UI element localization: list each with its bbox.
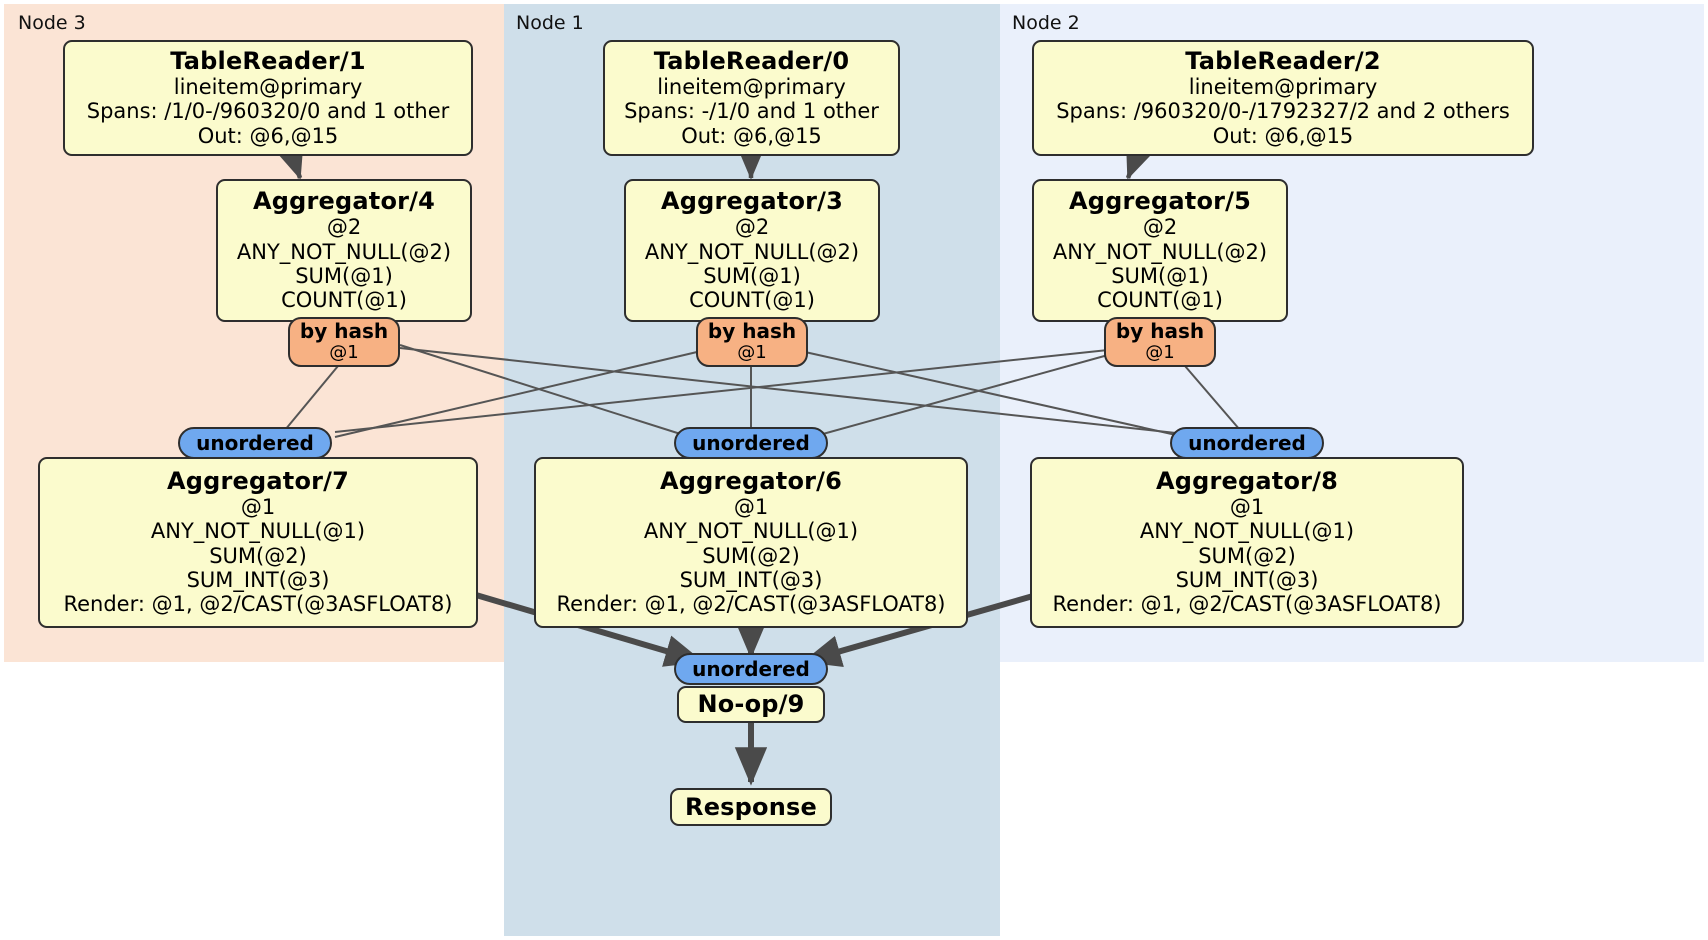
processor-line: SUM(@1) [1111,263,1209,288]
node-label-node1: Node 1 [516,12,584,34]
processor-line: @1 [240,495,276,520]
processor-title: Aggregator/8 [1155,467,1339,496]
synchronizer-title: unordered [692,657,810,681]
processor-line: ANY_NOT_NULL(@1) [150,519,366,544]
processor-line: ANY_NOT_NULL(@2) [1052,239,1268,264]
processor-line: SUM_INT(@3) [679,568,823,593]
processor-title: TableReader/1 [170,47,366,76]
router-by-hash-right[interactable]: by hash @1 [1104,317,1216,367]
processor-aggregator-6[interactable]: Aggregator/6 @1 ANY_NOT_NULL(@1) SUM(@2)… [534,457,968,628]
processor-line: @2 [326,215,362,240]
synchronizer-unordered-left[interactable]: unordered [178,427,332,459]
router-subtitle: @1 [1145,342,1175,364]
router-by-hash-left[interactable]: by hash @1 [288,317,400,367]
processor-title: TableReader/2 [1185,47,1381,76]
processor-response[interactable]: Response [670,788,832,826]
processor-line: ANY_NOT_NULL(@2) [644,239,860,264]
processor-table-reader-0[interactable]: TableReader/0 lineitem@primary Spans: -/… [603,40,900,156]
processor-title: Response [685,792,817,821]
processor-line: @2 [1142,215,1178,240]
processor-table-reader-2[interactable]: TableReader/2 lineitem@primary Spans: /9… [1032,40,1534,156]
processor-line: SUM(@1) [295,263,393,288]
processor-line: Out: @6,@15 [197,123,339,148]
processor-line: @1 [733,495,769,520]
processor-line: @1 [1229,495,1265,520]
processor-line: @2 [734,215,770,240]
processor-aggregator-8[interactable]: Aggregator/8 @1 ANY_NOT_NULL(@1) SUM(@2)… [1030,457,1464,628]
router-title: by hash [1115,319,1205,344]
router-by-hash-center[interactable]: by hash @1 [696,317,808,367]
processor-line: Out: @6,@15 [1212,123,1354,148]
processor-line: SUM_INT(@3) [1175,568,1319,593]
synchronizer-unordered-center[interactable]: unordered [674,427,828,459]
router-title: by hash [707,319,797,344]
processor-line: lineitem@primary [173,74,363,99]
processor-line: ANY_NOT_NULL(@2) [236,239,452,264]
processor-line: COUNT(@1) [1097,288,1223,313]
processor-aggregator-3[interactable]: Aggregator/3 @2 ANY_NOT_NULL(@2) SUM(@1)… [624,179,880,322]
synchronizer-unordered-final[interactable]: unordered [674,653,828,685]
processor-aggregator-4[interactable]: Aggregator/4 @2 ANY_NOT_NULL(@2) SUM(@1)… [216,179,472,322]
processor-title: TableReader/0 [653,47,850,76]
processor-line: COUNT(@1) [281,288,407,313]
processor-line: Render: @1, @2/CAST(@3ASFLOAT8) [63,592,453,617]
synchronizer-title: unordered [692,431,810,455]
processor-line: SUM(@1) [703,263,801,288]
processor-title: Aggregator/4 [252,187,436,216]
processor-line: SUM(@2) [209,543,307,568]
processor-line: Out: @6,@15 [681,123,822,148]
node-label-node2: Node 2 [1012,12,1080,34]
processor-line: SUM(@2) [1198,543,1296,568]
processor-line: ANY_NOT_NULL(@1) [1139,519,1355,544]
synchronizer-title: unordered [196,431,314,455]
processor-line: SUM_INT(@3) [186,568,330,593]
processor-line: COUNT(@1) [689,288,815,313]
processor-line: Spans: /1/0-/960320/0 and 1 other [86,99,450,124]
processor-aggregator-7[interactable]: Aggregator/7 @1 ANY_NOT_NULL(@1) SUM(@2)… [38,457,478,628]
processor-table-reader-1[interactable]: TableReader/1 lineitem@primary Spans: /1… [63,40,473,156]
processor-line: Spans: /960320/0-/1792327/2 and 2 others [1056,99,1510,124]
processor-line: lineitem@primary [1188,74,1378,99]
processor-title: Aggregator/5 [1068,187,1252,216]
router-subtitle: @1 [737,342,767,364]
processor-line: Spans: -/1/0 and 1 other [624,99,879,124]
processor-line: lineitem@primary [657,74,846,99]
node-label-node3: Node 3 [18,12,86,34]
processor-noop-9[interactable]: No-op/9 [677,686,825,723]
router-subtitle: @1 [329,342,359,364]
router-title: by hash [299,319,389,344]
processor-title: No-op/9 [697,690,805,719]
processor-line: ANY_NOT_NULL(@1) [643,519,859,544]
processor-line: Render: @1, @2/CAST(@3ASFLOAT8) [556,592,946,617]
synchronizer-title: unordered [1188,431,1306,455]
synchronizer-unordered-right[interactable]: unordered [1170,427,1324,459]
processor-aggregator-5[interactable]: Aggregator/5 @2 ANY_NOT_NULL(@2) SUM(@1)… [1032,179,1288,322]
processor-line: Render: @1, @2/CAST(@3ASFLOAT8) [1052,592,1442,617]
processor-title: Aggregator/6 [659,467,843,496]
processor-title: Aggregator/3 [660,187,844,216]
processor-title: Aggregator/7 [166,467,350,496]
processor-line: SUM(@2) [702,543,800,568]
